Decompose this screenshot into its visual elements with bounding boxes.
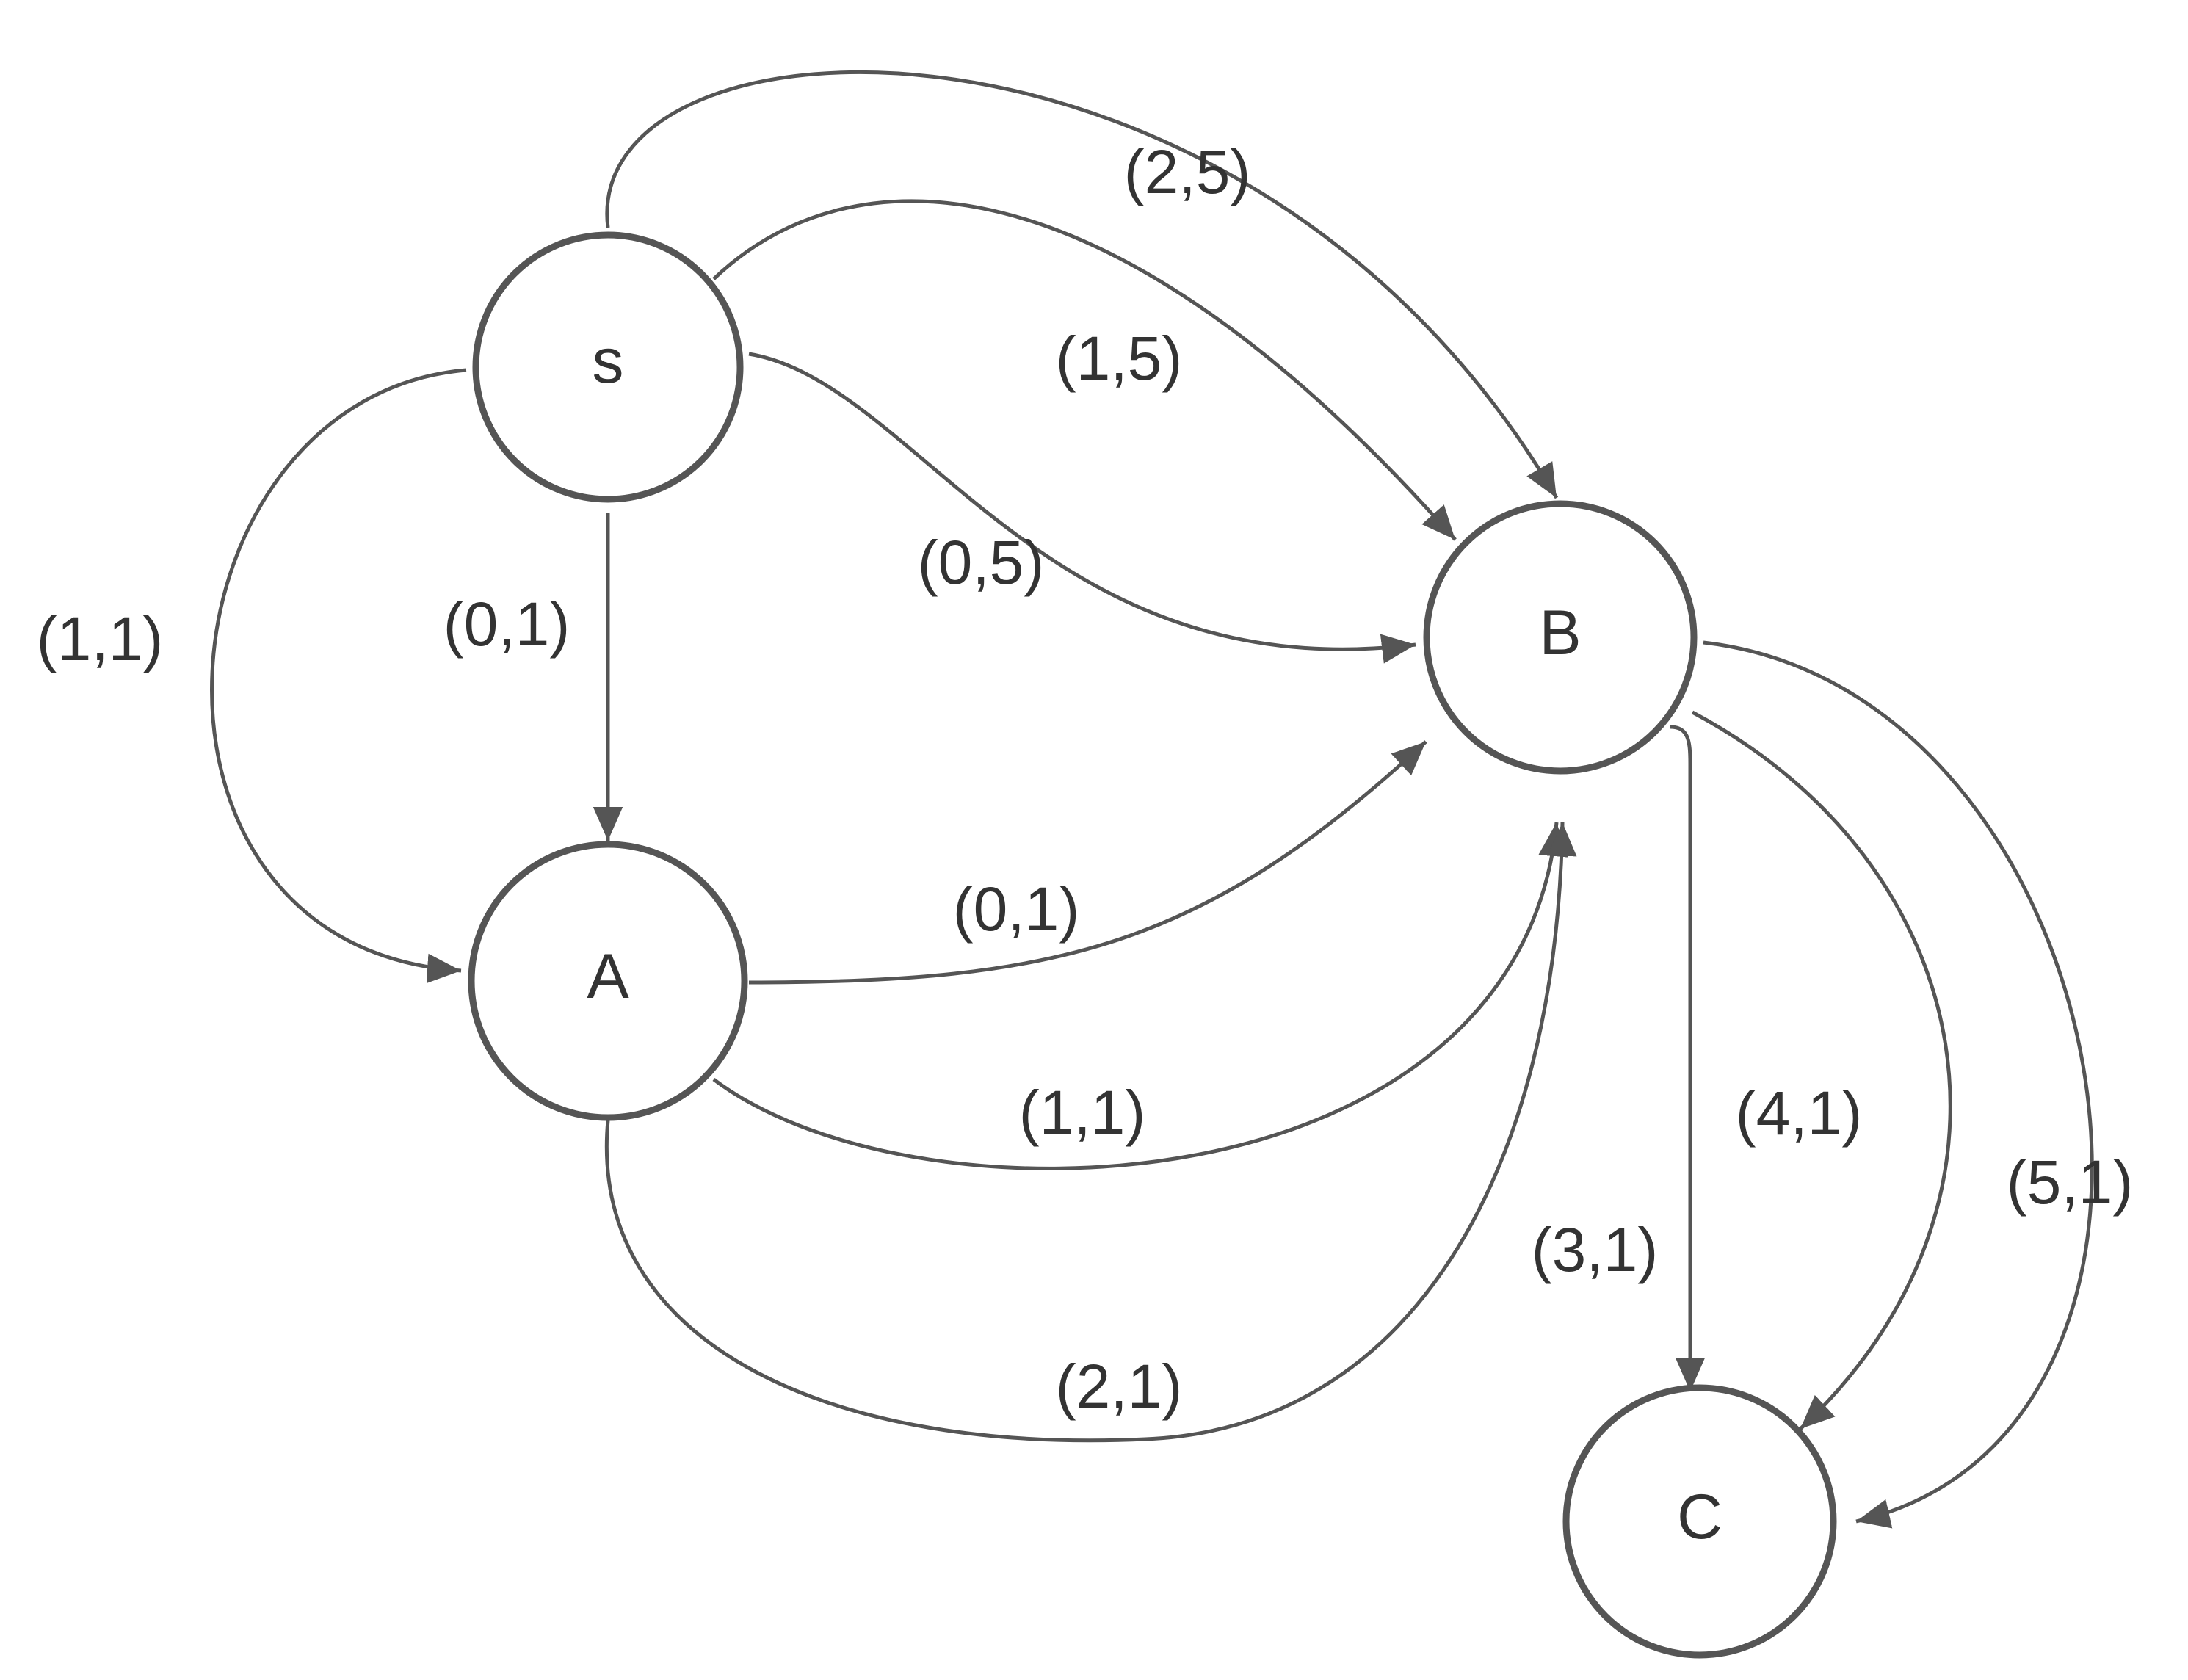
node-B-circle: [1423, 500, 1698, 775]
edge-label-s-A-curve: (1,1): [37, 604, 164, 673]
node-C: C: [1562, 1384, 1837, 1659]
edge-label-B-C-straight: (3,1): [1532, 1215, 1659, 1284]
node-A: A: [468, 841, 748, 1121]
edge-label-s-B-mid: (1,5): [1056, 324, 1183, 393]
edge-s-B-mid: [712, 199, 1457, 541]
edge-A-B-low: [604, 822, 1577, 1443]
edge-label-B-C-mid: (4,1): [1736, 1079, 1863, 1148]
node-A-circle: [468, 841, 748, 1121]
edge-B-C-mid: [1691, 710, 1952, 1430]
node-C-label: C: [1677, 1482, 1722, 1552]
node-s: s: [472, 231, 744, 503]
edge-s-B-low: [748, 352, 1416, 664]
node-s-label: s: [593, 326, 624, 397]
edge-label-B-C-outer: (5,1): [2007, 1148, 2134, 1217]
edge-label-A-B-top: (0,1): [953, 875, 1080, 944]
edge-s-B-top: [605, 70, 1559, 499]
node-C-circle: [1562, 1384, 1837, 1659]
node-A-label: A: [587, 941, 629, 1012]
edge-A-B-top: [748, 740, 1427, 985]
edge-B-C-straight: [1670, 725, 1706, 1391]
edge-label-s-B-low: (0,5): [918, 528, 1045, 597]
edge-label-s-A-straight: (0,1): [443, 590, 570, 659]
edge-label-A-B-low: (2,1): [1056, 1352, 1183, 1421]
edge-label-A-B-mid: (1,1): [1019, 1078, 1146, 1147]
edges: [210, 70, 2094, 1529]
node-s-circle: [472, 231, 744, 503]
edge-B-C-outer: [1703, 640, 2094, 1529]
edge-A-B-mid: [712, 822, 1568, 1170]
node-B: B: [1423, 500, 1698, 775]
edge-s-A-curve: [210, 368, 467, 984]
node-B-label: B: [1539, 598, 1581, 668]
edge-labels: (2,5) (1,5) (0,5) (0,1) (1,1) (0,1) (1,1…: [37, 137, 2134, 1421]
edge-label-s-B-top: (2,5): [1124, 137, 1251, 206]
